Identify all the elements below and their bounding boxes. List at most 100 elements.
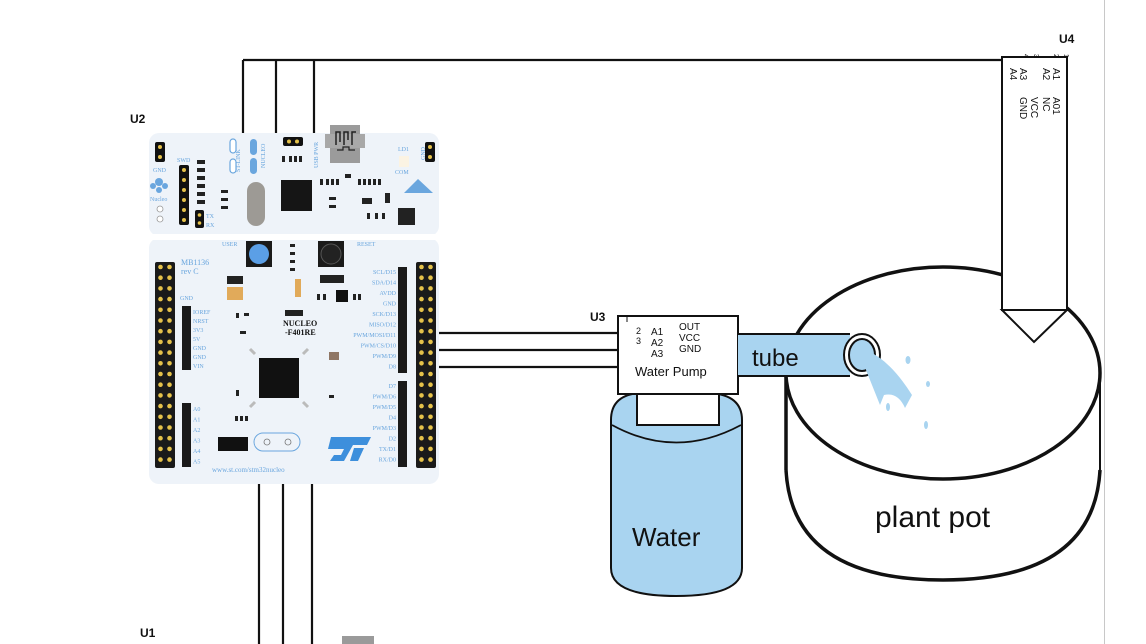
sensor-pin-name-gnd: GND (1017, 97, 1028, 119)
right-top-header (398, 267, 407, 373)
rx-label: RX (206, 223, 215, 229)
header-pin (419, 350, 424, 355)
header-pin (158, 350, 163, 355)
header-pin (158, 318, 163, 323)
header-pin-label: A0 (193, 407, 200, 413)
header-pin-label: RX/D0 (379, 458, 396, 464)
sensor-pin-id-a3: A3 (1017, 68, 1028, 81)
header-pin (167, 403, 172, 409)
header-pin (167, 446, 172, 452)
u1-component-top[interactable] (342, 636, 374, 644)
bottom-crystal (253, 432, 301, 452)
header-pin (419, 339, 424, 345)
header-pin (419, 371, 424, 377)
board-rev-line2: rev C (181, 267, 199, 276)
header-pin (167, 361, 172, 366)
header-pin (158, 414, 163, 420)
header-pin (419, 361, 424, 366)
pot-label: plant pot (875, 501, 991, 534)
header-pin (428, 350, 433, 355)
stlink-mcu (281, 180, 312, 211)
header-pin-label: PWM/CS/D10 (361, 344, 396, 350)
ref-u1: U1 (140, 626, 156, 640)
right-bottom-header (398, 381, 407, 467)
user-button[interactable] (249, 244, 269, 264)
gnd-top-label: GND (153, 168, 167, 174)
header-pin (167, 425, 172, 430)
left-power-header (182, 306, 191, 370)
header-pin-label: PWM/D5 (373, 405, 396, 411)
header-pin (158, 457, 163, 462)
pump-pin-id-a1: A1 (651, 327, 664, 338)
nucleo-board[interactable]: GND Nucleo SWD TX RX ST-LINK NUCLEO (149, 125, 439, 484)
header-pin (167, 318, 172, 323)
left-analog-header (182, 403, 191, 467)
header-pin (428, 264, 433, 270)
nucleo-jumper-label: NUCLEO (261, 143, 267, 168)
header-pin (428, 446, 433, 452)
user-label: USER (222, 242, 237, 248)
header-pin-label: PWM/D3 (373, 426, 396, 432)
left-morpho-header (155, 262, 175, 468)
header-pin (428, 361, 433, 366)
reset-label: RESET (357, 242, 376, 248)
sensor-pin-ids: A1 A2 A3 A4 (1007, 68, 1061, 81)
pump-pin-id-a2: A2 (651, 338, 664, 349)
header-pin (158, 264, 163, 270)
header-pin (167, 328, 172, 334)
pump-name: Water Pump (635, 364, 707, 379)
gnd-right-label: GND (421, 146, 427, 160)
header-pin (419, 457, 424, 462)
nucleo-jumper (250, 139, 257, 155)
reset-button[interactable] (320, 243, 342, 265)
header-pin (428, 318, 433, 323)
sensor-pin-id-a2: A2 (1040, 68, 1051, 81)
header-pin (428, 275, 433, 281)
header-pin-label: 5V (193, 337, 201, 343)
header-pin (428, 339, 433, 345)
header-pin-label: SCL/D15 (373, 270, 396, 276)
header-pin (167, 339, 172, 345)
txrx-jumper (195, 210, 204, 228)
moisture-sensor-u4[interactable] (999, 56, 1070, 344)
com-led (399, 156, 409, 167)
header-pin-label: VIN (193, 364, 204, 370)
header-pin (158, 403, 163, 409)
nucleo-logo-label: Nucleo (150, 197, 167, 203)
usb-pwr-label: USB PWR (314, 142, 320, 168)
sensor-pin-name-a01: A01 (1050, 97, 1061, 115)
ref-u3: U3 (590, 310, 606, 324)
header-pin (158, 307, 163, 313)
header-pin (428, 286, 433, 291)
water-label: Water (632, 522, 701, 552)
header-pin (419, 414, 424, 420)
header-pin-label: PWM/D9 (373, 354, 396, 360)
header-pin (167, 296, 172, 302)
board-name: NUCLEO (283, 319, 317, 328)
header-pin (419, 296, 424, 302)
header-pin (158, 382, 163, 388)
header-pin-label: AVDD (379, 291, 396, 297)
tube-label: tube (752, 345, 799, 372)
water-tank[interactable]: Water (610, 389, 743, 598)
header-pin-label: A5 (193, 460, 200, 466)
tube[interactable]: tube (738, 333, 881, 377)
header-pin (158, 425, 163, 430)
header-pin (419, 264, 424, 270)
water-pump-u3[interactable]: 2 3 A1 A2 A3 OUT VCC GND Water Pump (617, 315, 739, 395)
header-pin (158, 286, 163, 291)
tx-label: TX (206, 214, 215, 220)
header-pin (167, 414, 172, 420)
st-logo-icon (328, 437, 371, 461)
header-pin-label: SCK/D13 (372, 312, 396, 318)
sensor-pin-num-2: 2 (1052, 54, 1059, 58)
header-pin (167, 457, 172, 462)
gnd-jumper (155, 142, 165, 162)
header-pin-label: GND (383, 302, 397, 308)
header-pin (419, 393, 424, 398)
header-pin (428, 457, 433, 462)
header-pin (167, 350, 172, 355)
header-pin (167, 371, 172, 377)
header-pin (158, 339, 163, 345)
header-pin (167, 435, 172, 441)
